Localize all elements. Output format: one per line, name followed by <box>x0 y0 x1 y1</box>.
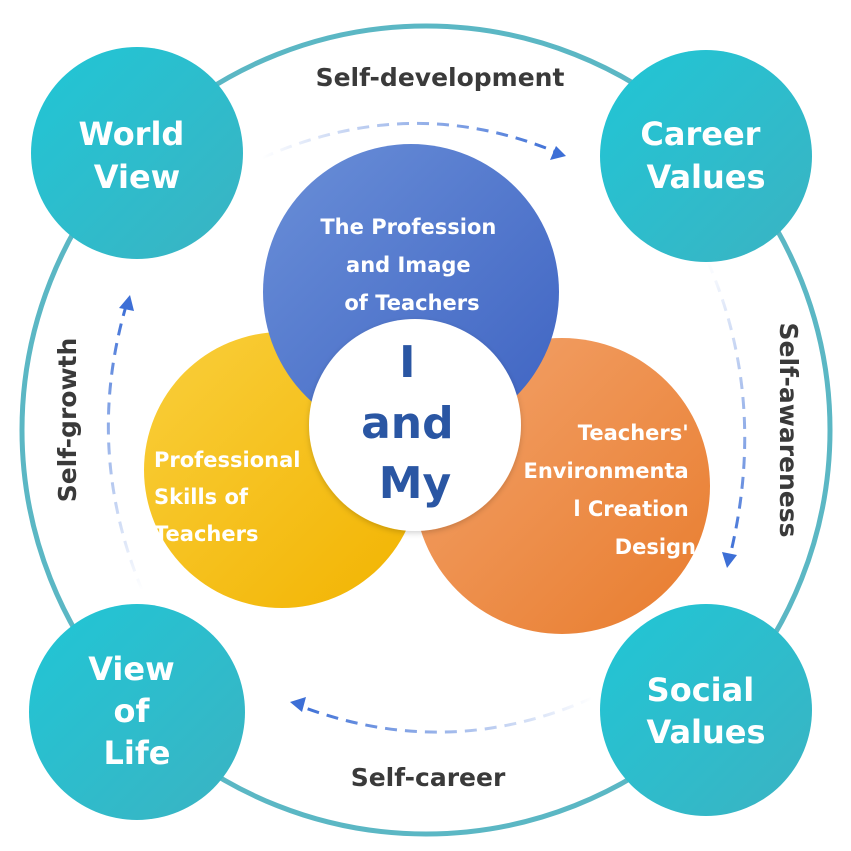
lobe-env-line-3: l Creation <box>573 497 688 521</box>
corner-social-values-circle <box>600 604 812 816</box>
view-of-life-line-3: Life <box>104 734 171 772</box>
corner-view-of-life-circle <box>29 604 245 820</box>
lobe-profession-line-3: of Teachers <box>344 291 479 315</box>
lobe-professional-skills-label: Professional Skills of Teachers <box>154 448 308 546</box>
lobe-skills-line-1: Professional <box>154 448 301 472</box>
social-values-line-1: Social <box>647 671 755 709</box>
lobe-profession-line-1: The Profession <box>320 215 496 239</box>
arrow-self-career <box>299 696 593 734</box>
corner-social-values: Social Values <box>600 604 812 816</box>
view-of-life-line-2: of <box>113 692 150 730</box>
lobe-profession-line-2: and Image <box>346 253 471 277</box>
corner-social-values-label: Social Values <box>646 671 765 751</box>
corner-career-values-label: Career Values <box>640 115 771 196</box>
cycle-arrows <box>106 122 747 734</box>
career-values-line-2: Values <box>646 158 765 196</box>
center-line-3: My <box>379 458 451 509</box>
social-values-line-2: Values <box>646 713 765 751</box>
corner-career-values-circle <box>600 50 812 262</box>
label-self-awareness: Self-awareness <box>774 323 803 538</box>
world-view-line-1: World <box>79 115 185 153</box>
lobe-profession-image-label: The Profession and Image of Teachers <box>320 215 503 315</box>
arrow-head-bottom <box>290 697 306 712</box>
lobe-env-line-1: Teachers' <box>578 421 689 445</box>
label-self-growth: Self-growth <box>53 338 82 503</box>
outer-ring <box>19 23 833 837</box>
view-of-life-line-1: View <box>88 650 174 688</box>
corner-view-of-life: View of Life <box>29 604 245 820</box>
corner-view-of-life-label: View of Life <box>88 650 186 772</box>
arrow-head-top <box>550 146 566 160</box>
lobe-env-line-2: Environmenta <box>523 459 688 483</box>
center-line-1: I <box>399 337 415 388</box>
arrow-self-development <box>261 122 557 160</box>
corner-world-view: World View <box>31 47 243 259</box>
label-self-development: Self-development <box>316 63 565 92</box>
career-values-line-1: Career <box>640 115 760 153</box>
lobe-skills-line-3: Teachers <box>154 522 258 546</box>
arrow-self-awareness <box>706 261 747 557</box>
corner-career-values: Career Values <box>600 50 812 262</box>
label-self-career: Self-career <box>351 763 506 792</box>
center-circle <box>309 319 521 531</box>
arrow-head-right <box>722 552 737 568</box>
corner-world-view-label: World View <box>79 115 196 196</box>
lobe-skills-line-2: Skills of <box>154 485 249 509</box>
center-line-2: and <box>361 398 454 449</box>
center-label: I and My <box>361 337 469 509</box>
world-view-line-2: View <box>94 158 180 196</box>
lobe-env-line-4: Design <box>615 535 696 559</box>
arrow-self-growth <box>106 305 144 591</box>
lobe-environmental-design-label: Teachers' Environmenta l Creation Design <box>523 421 696 559</box>
arrow-head-left <box>119 295 134 311</box>
corner-world-view-circle <box>31 47 243 259</box>
